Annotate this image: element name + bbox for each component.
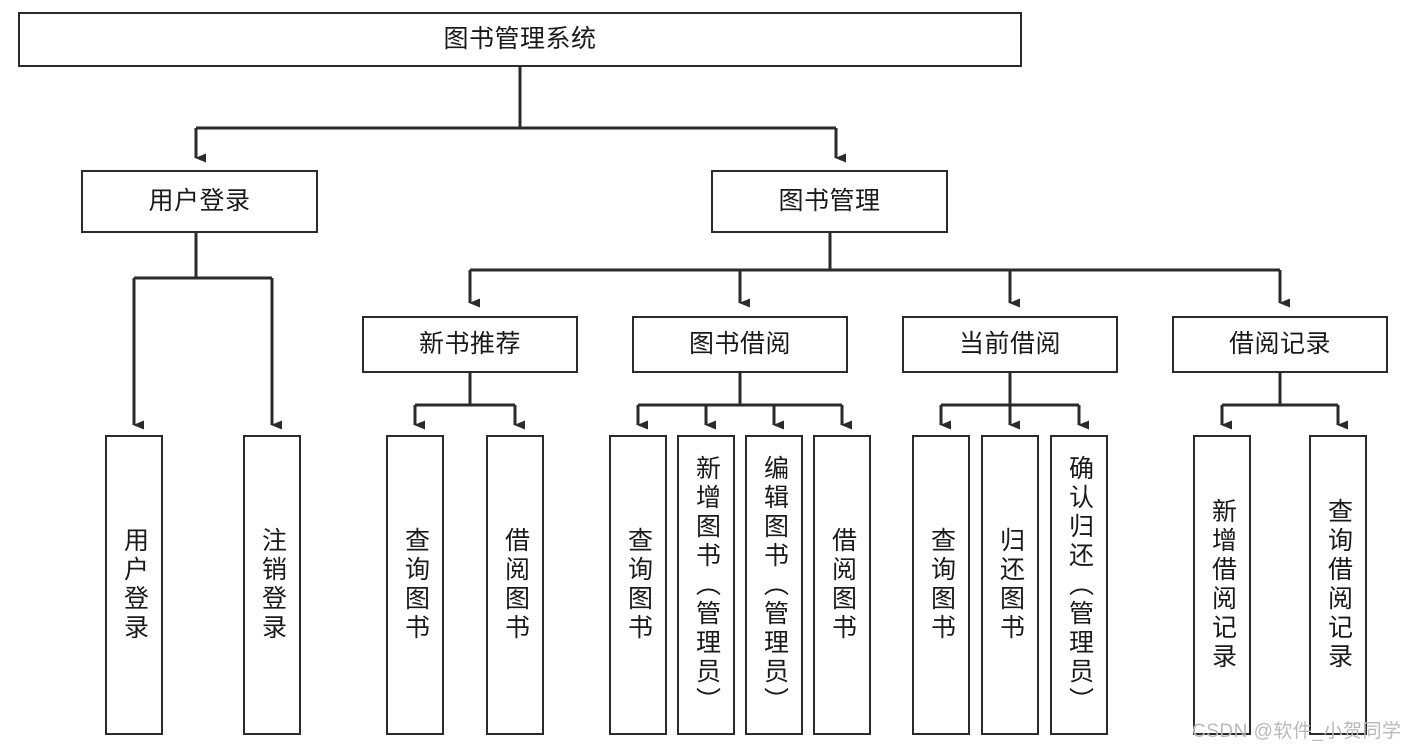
node-leaf-borrow-book-1-label: 借阅图书 <box>501 527 530 643</box>
node-root[interactable]: 图书管理系统 <box>18 12 1022 67</box>
node-leaf-confirm-return[interactable]: 确认归还（管理员） <box>1050 435 1108 735</box>
node-new-book-recommend-label: 新书推荐 <box>418 329 521 358</box>
node-leaf-query-book-3-label: 查询图书 <box>927 527 956 643</box>
node-leaf-confirm-return-label: 确认归还（管理员） <box>1065 454 1094 716</box>
node-leaf-query-book-2[interactable]: 查询图书 <box>609 435 667 735</box>
node-borrow-record[interactable]: 借阅记录 <box>1172 316 1388 373</box>
node-leaf-user-login-label: 用户登录 <box>120 527 149 643</box>
node-leaf-borrow-book-1[interactable]: 借阅图书 <box>486 435 544 735</box>
node-root-label: 图书管理系统 <box>443 24 597 53</box>
node-leaf-query-borrow-record[interactable]: 查询借阅记录 <box>1309 435 1367 735</box>
node-user-login-label: 用户登录 <box>148 186 251 215</box>
node-leaf-query-book-1[interactable]: 查询图书 <box>386 435 444 735</box>
node-new-book-recommend[interactable]: 新书推荐 <box>362 316 578 373</box>
node-borrow-record-label: 借阅记录 <box>1228 329 1331 358</box>
csdn-watermark: CSDN @软件_小贺同学 <box>1192 721 1402 742</box>
node-leaf-logout-login[interactable]: 注销登录 <box>243 435 301 735</box>
node-leaf-edit-book-label: 编辑图书（管理员） <box>760 454 789 716</box>
node-leaf-add-book-label: 新增图书（管理员） <box>692 454 721 716</box>
node-leaf-query-borrow-record-label: 查询借阅记录 <box>1324 498 1353 672</box>
node-leaf-add-borrow-record-label: 新增借阅记录 <box>1208 498 1237 672</box>
node-leaf-add-book[interactable]: 新增图书（管理员） <box>677 435 735 735</box>
node-leaf-query-book-2-label: 查询图书 <box>624 527 653 643</box>
node-leaf-borrow-book-2[interactable]: 借阅图书 <box>813 435 871 735</box>
node-book-borrow-label: 图书借阅 <box>688 329 791 358</box>
node-current-borrow[interactable]: 当前借阅 <box>902 316 1118 373</box>
node-leaf-query-book-1-label: 查询图书 <box>401 527 430 643</box>
node-leaf-user-login[interactable]: 用户登录 <box>105 435 163 735</box>
node-book-borrow[interactable]: 图书借阅 <box>632 316 848 373</box>
node-book-management[interactable]: 图书管理 <box>711 170 948 233</box>
node-leaf-return-book[interactable]: 归还图书 <box>981 435 1039 735</box>
node-current-borrow-label: 当前借阅 <box>958 329 1061 358</box>
node-leaf-borrow-book-2-label: 借阅图书 <box>828 527 857 643</box>
node-leaf-edit-book[interactable]: 编辑图书（管理员） <box>745 435 803 735</box>
node-leaf-logout-login-label: 注销登录 <box>258 527 287 643</box>
node-leaf-query-book-3[interactable]: 查询图书 <box>912 435 970 735</box>
node-book-management-label: 图书管理 <box>778 186 881 215</box>
node-leaf-return-book-label: 归还图书 <box>996 527 1025 643</box>
node-leaf-add-borrow-record[interactable]: 新增借阅记录 <box>1193 435 1251 735</box>
node-user-login[interactable]: 用户登录 <box>81 170 318 233</box>
